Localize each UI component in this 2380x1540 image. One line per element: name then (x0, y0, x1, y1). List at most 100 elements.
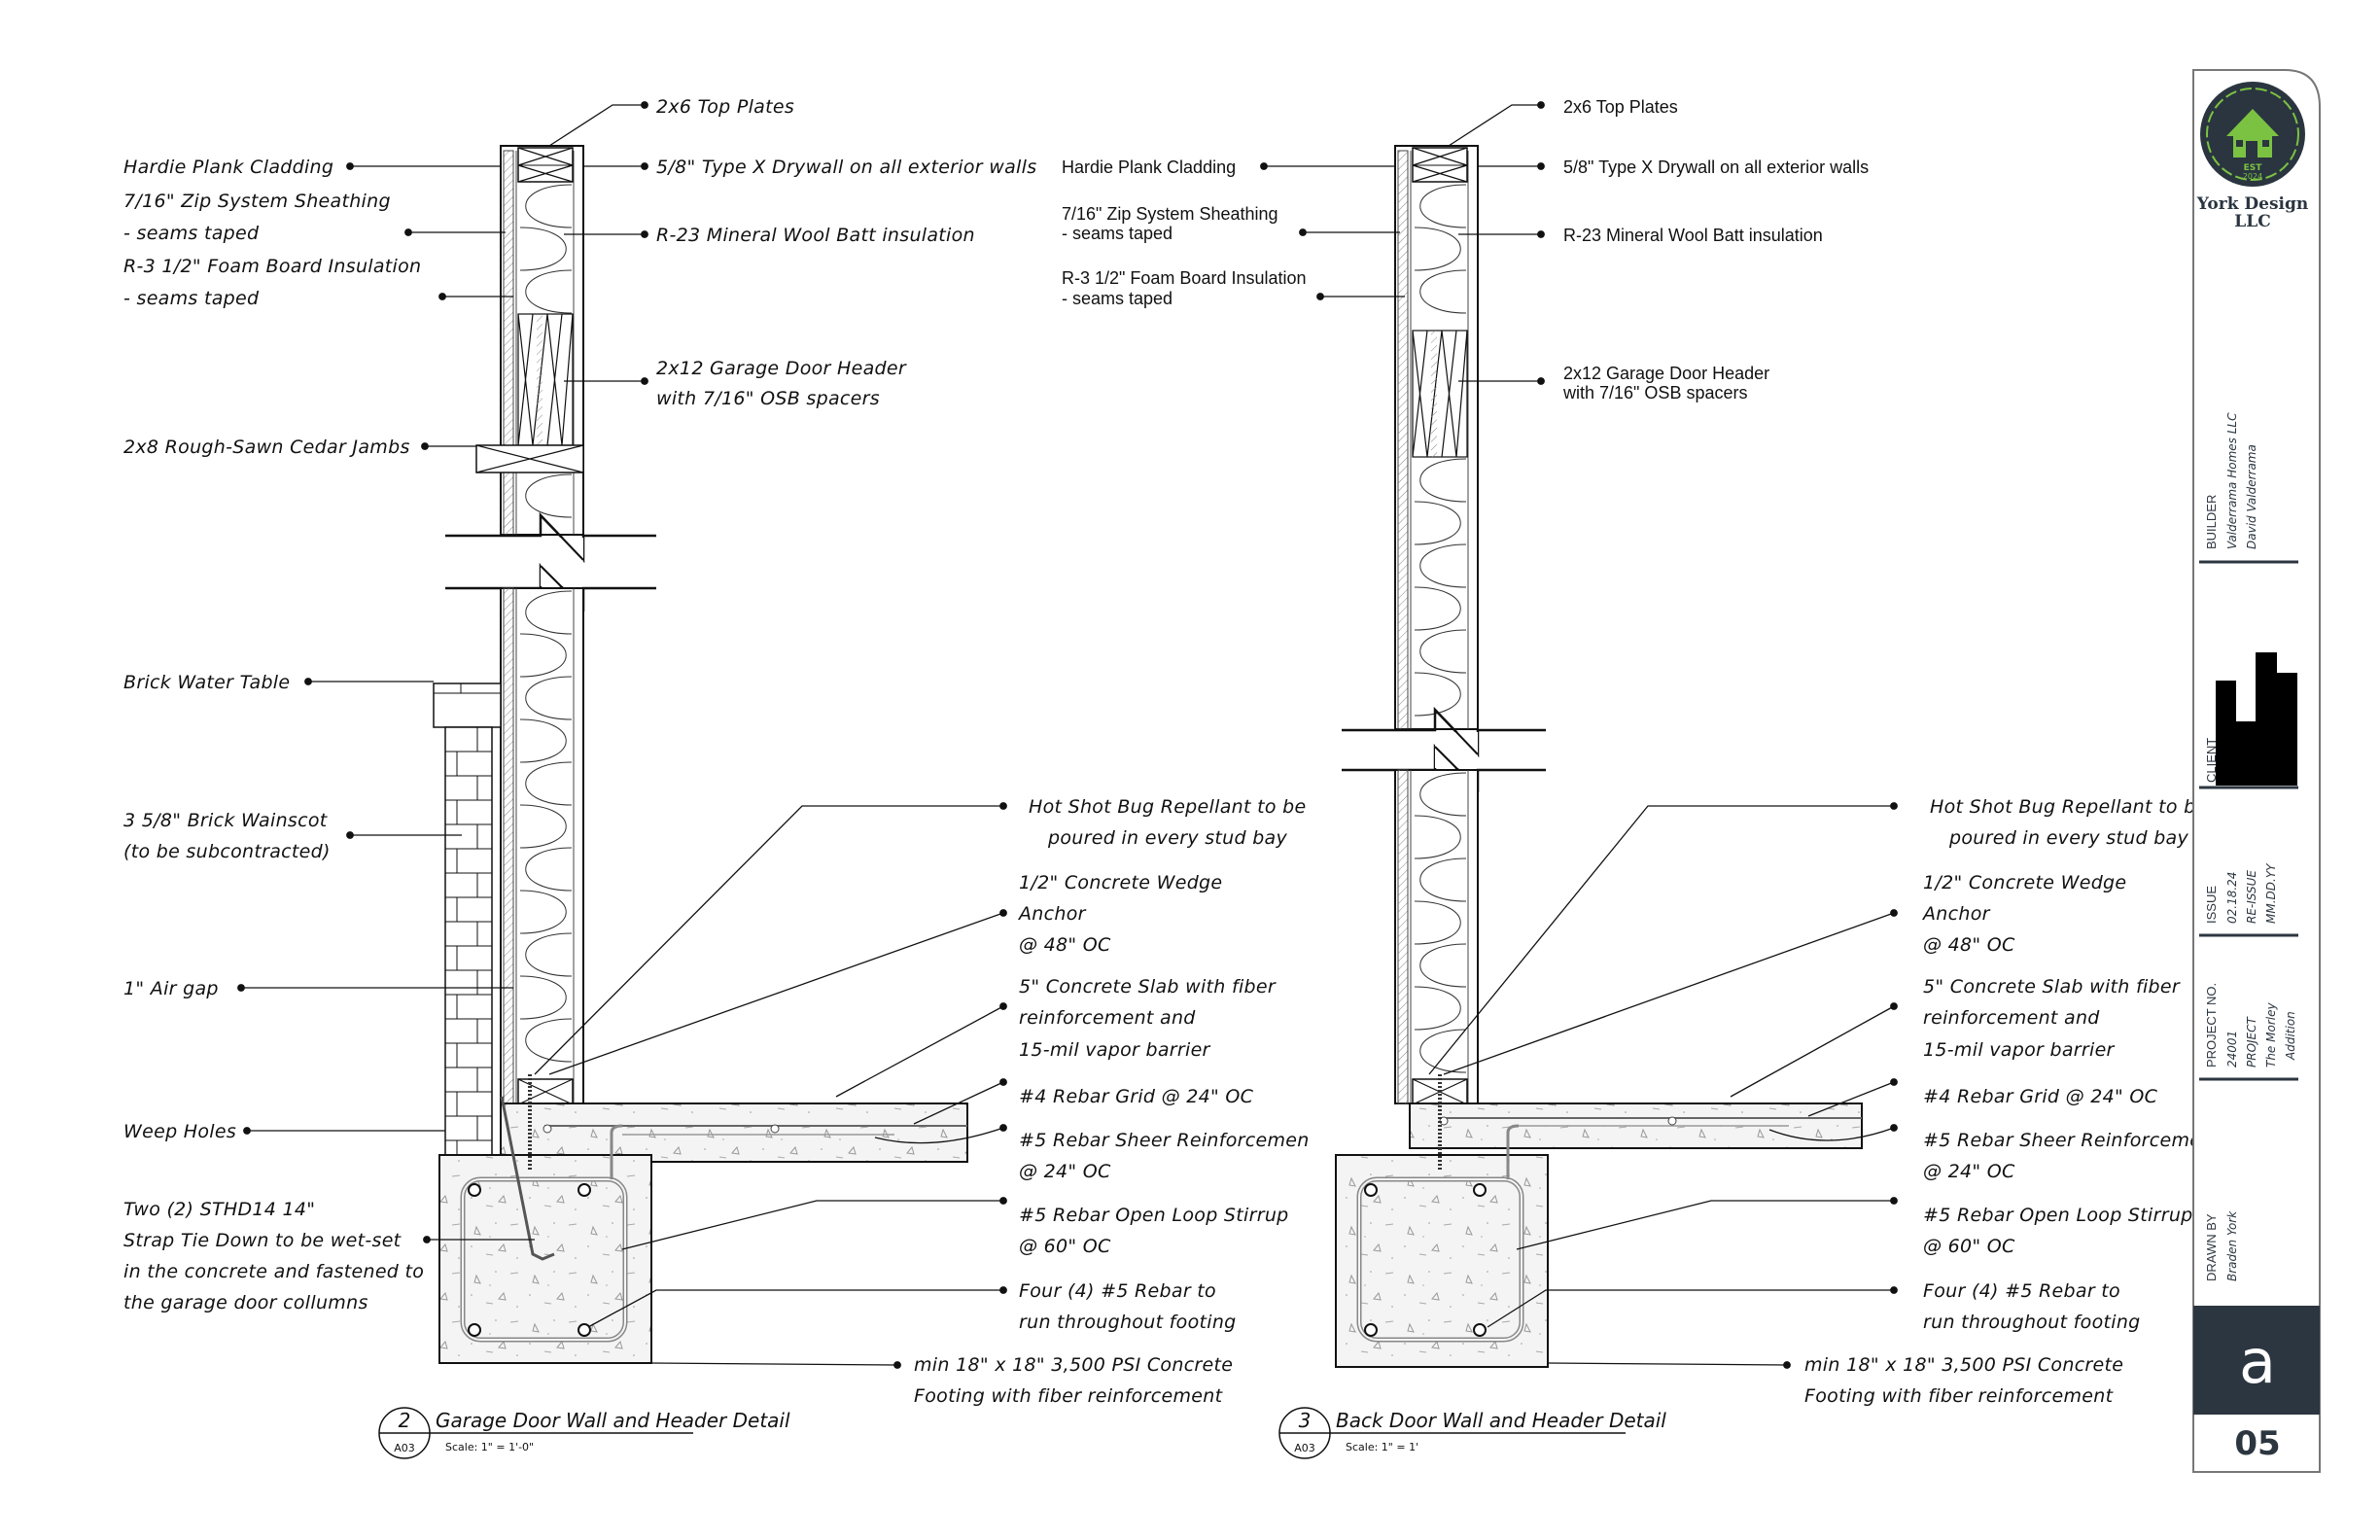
garage-door-wall-detail (433, 145, 968, 1364)
note-brick-water-table: Brick Water Table (123, 672, 290, 693)
brick-wainscot (444, 726, 493, 1165)
note-slab-3: 15-mil vapor barrier (1923, 1039, 2116, 1061)
sheet-number: 05 (2234, 1424, 2280, 1463)
note-slab-2: reinforcement and (1019, 1007, 1196, 1029)
detail-number: 3 (1299, 1409, 1312, 1432)
garage-door-header (517, 313, 574, 446)
note-slab-2: reinforcement and (1923, 1007, 2100, 1029)
project-name: The Morley (2264, 1002, 2278, 1068)
concrete-footing (438, 1124, 652, 1364)
detail-sheet-ref: A03 (394, 1442, 415, 1454)
sheet-letter-box (2193, 1306, 2320, 1415)
note-bug-repellant-2: poured in every stud bay (1948, 827, 2189, 849)
company-suffix: LLC (2234, 212, 2270, 231)
note-wedge-anchor: 1/2" Concrete Wedge (1019, 872, 1222, 893)
leader-lines-detail-2 (237, 101, 1007, 1369)
drawn-by-section: DRAWN BY Braden York (2204, 1210, 2239, 1281)
batt-insulation-mid (1414, 458, 1467, 717)
note-stirrup-2: @ 60" OC (1923, 1236, 2015, 1257)
note-bug-repellant: Hot Shot Bug Repellant to be (1029, 796, 1306, 818)
batt-loop (519, 590, 573, 1063)
note-strap-tie-2: Strap Tie Down to be wet-set (123, 1230, 402, 1251)
note-rebar-grid: #4 Rebar Grid @ 24" OC (1923, 1086, 2158, 1107)
wall-section-lower (500, 587, 584, 1114)
note-stirrup: #5 Rebar Open Loop Stirrup (1019, 1205, 1289, 1226)
sheet-letter: a (2239, 1326, 2276, 1397)
client-label: CLIENT (2204, 738, 2219, 783)
strap-tie-down (500, 1074, 555, 1261)
detail-sheet-ref: A03 (1294, 1442, 1315, 1454)
note-top-plates: 2x6 Top Plates (656, 96, 794, 118)
client-section: CLIENT (2199, 652, 2298, 789)
cedar-jamb (475, 444, 584, 473)
builder-label: BUILDER (2204, 495, 2219, 549)
note-drywall: 5/8" Type X Drywall on all exterior wall… (1563, 158, 1869, 177)
note-stirrup-2: @ 60" OC (1019, 1236, 1111, 1257)
back-door-wall-detail (1335, 145, 1863, 1368)
batt-loop (1414, 772, 1467, 1073)
issue-section: ISSUE 02.18.24 RE-ISSUE MM.DD.YY (2199, 862, 2298, 937)
note-stirrup: #5 Rebar Open Loop Stirrup (1923, 1205, 2193, 1226)
drawn-by-name: Braden York (2225, 1210, 2239, 1281)
note-four-rebar-2: run throughout footing (1019, 1312, 1237, 1333)
project-name-2: Addition (2284, 1011, 2297, 1061)
detail-title-3: 3 A03 Back Door Wall and Header Detail S… (1278, 1407, 1666, 1459)
logo-year: 2024 (2243, 172, 2262, 181)
note-wedge-anchor-3: @ 48" OC (1923, 934, 2015, 956)
note-zip-sheathing: 7/16" Zip System Sheathing (123, 191, 391, 212)
note-footing: min 18" x 18" 3,500 PSI Concrete (1804, 1354, 2123, 1376)
note-bug-repellant: Hot Shot Bug Repellant to be (1930, 796, 2207, 818)
builder-name: David Valderrama (2245, 444, 2258, 549)
company-name: York Design (2196, 194, 2308, 214)
note-hardie-cladding: Hardie Plank Cladding (123, 157, 333, 178)
note-brick-wainscot-2: (to be subcontracted) (123, 841, 331, 862)
wall-section-lower (1394, 769, 1479, 1104)
project-no-label: PROJECT NO. (2204, 983, 2219, 1068)
batt-loop (1414, 184, 1467, 314)
note-header-2: with 7/16" OSB spacers (656, 388, 880, 409)
issue-label: ISSUE (2204, 886, 2219, 924)
note-rebar-grid: #4 Rebar Grid @ 24" OC (1019, 1086, 1254, 1107)
note-strap-tie: Two (2) STHD14 14" (123, 1199, 315, 1220)
note-footing-2: Footing with fiber reinforcement (914, 1385, 1224, 1407)
detail-scale: Scale: 1" = 1' (1346, 1441, 1418, 1453)
note-zip-sheathing-2: - seams taped (123, 223, 260, 244)
batt-insulation-mid (525, 473, 573, 518)
note-wedge-anchor-2: Anchor (1921, 903, 1991, 925)
detail-title-2: 2 A03 Garage Door Wall and Header Detail… (378, 1407, 790, 1459)
note-wedge-anchor-2: Anchor (1017, 903, 1087, 925)
top-plates (1412, 147, 1468, 183)
note-slab: 5" Concrete Slab with fiber (1019, 976, 1277, 998)
note-header-2: with 7/16" OSB spacers (1562, 383, 1747, 402)
issue-date: 02.18.24 (2225, 872, 2239, 924)
logo-est: EST (2244, 163, 2263, 173)
top-plates (517, 147, 574, 183)
reissue-date: MM.DD.YY (2264, 862, 2278, 924)
note-strap-tie-4: the garage door collumns (123, 1292, 368, 1313)
note-slab: 5" Concrete Slab with fiber (1923, 976, 2181, 998)
note-four-rebar: Four (4) #5 Rebar to (1923, 1280, 2120, 1302)
batt-loop (1414, 458, 1467, 717)
detail-number: 2 (399, 1409, 411, 1432)
note-footing: min 18" x 18" 3,500 PSI Concrete (914, 1354, 1233, 1376)
note-bug-repellant-2: poured in every stud bay (1047, 827, 1288, 849)
note-sheer-reinforcement-2: @ 24" OC (1923, 1161, 2015, 1182)
batt-insulation-lower (1414, 772, 1467, 1073)
note-zip-sheathing: 7/16" Zip System Sheathing (1062, 204, 1278, 224)
drawn-by-label: DRAWN BY (2204, 1213, 2219, 1281)
note-top-plates: 2x6 Top Plates (1563, 97, 1678, 117)
batt-insulation-upper (519, 184, 573, 314)
note-foam-board: R-3 1/2" Foam Board Insulation (1062, 268, 1307, 288)
title-block: EST 2024 York Design LLC BUILDER Valderr… (2192, 69, 2321, 1473)
note-wedge-anchor: 1/2" Concrete Wedge (1923, 872, 2126, 893)
bottom-plate (517, 1078, 574, 1105)
note-cedar-jambs: 2x8 Rough-Sawn Cedar Jambs (123, 437, 410, 458)
note-brick-wainscot: 3 5/8" Brick Wainscot (123, 810, 329, 831)
note-sheer-reinforcement: #5 Rebar Sheer Reinforcemen (1019, 1130, 1310, 1151)
note-hardie-cladding: Hardie Plank Cladding (1062, 158, 1236, 177)
note-header: 2x12 Garage Door Header (656, 358, 907, 379)
note-strap-tie-3: in the concrete and fastened to (123, 1261, 424, 1282)
notes-detail-2: Hardie Plank Cladding 7/16" Zip System S… (123, 96, 1310, 1407)
brick-water-table (433, 682, 502, 728)
